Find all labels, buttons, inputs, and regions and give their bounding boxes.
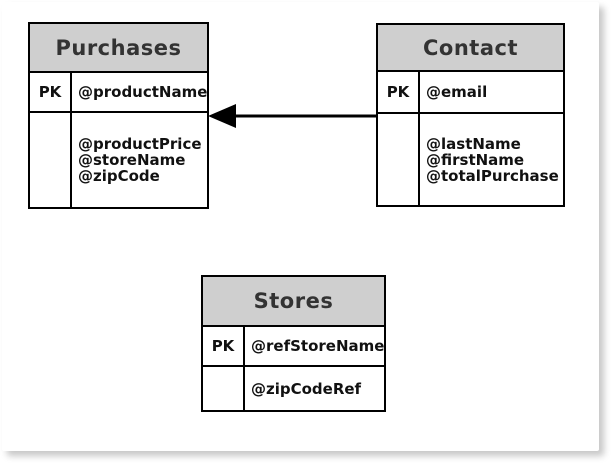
attribute-line: @zipCode — [78, 167, 160, 185]
diagram-canvas: Purchases PK @productName @productPrice … — [2, 2, 599, 451]
entity-contact[interactable]: Contact PK @email @lastName @firstName @… — [376, 23, 565, 207]
attributes-cell: @productPrice @storeName @zipCode — [72, 113, 207, 207]
pk-badge: PK — [378, 72, 420, 112]
pk-attribute: @refStoreName — [251, 337, 384, 355]
attributes-cell: @zipCodeRef — [245, 367, 384, 410]
attribute-line: @productPrice — [78, 135, 202, 153]
entity-purchases[interactable]: Purchases PK @productName @productPrice … — [28, 22, 209, 209]
arrow-head-icon — [208, 104, 236, 128]
pk-badge: PK — [30, 73, 72, 111]
pk-row: PK @email — [378, 72, 563, 114]
attributes-row: @lastName @firstName @totalPurchase — [378, 114, 563, 205]
entity-stores[interactable]: Stores PK @refStoreName @zipCodeRef — [201, 275, 386, 412]
pk-spacer-cell — [30, 113, 72, 207]
pk-row: PK @refStoreName — [203, 327, 384, 367]
attribute-line: @firstName — [426, 150, 525, 169]
attribute-line: @zipCodeRef — [251, 379, 362, 398]
entity-title: Stores — [203, 277, 384, 327]
relationship-arrow[interactable] — [205, 98, 380, 132]
pk-row: PK @productName — [30, 73, 207, 113]
entity-title: Purchases — [30, 24, 207, 73]
pk-spacer-cell — [203, 367, 245, 410]
pk-attribute: @email — [426, 83, 488, 101]
attribute-line: @storeName — [78, 151, 186, 169]
attributes-row: @zipCodeRef — [203, 367, 384, 410]
pk-spacer-cell — [378, 114, 420, 205]
attributes-cell: @lastName @firstName @totalPurchase — [420, 114, 563, 205]
attributes-row: @productPrice @storeName @zipCode — [30, 113, 207, 207]
entity-title: Contact — [378, 25, 563, 72]
pk-attribute: @productName — [78, 83, 207, 101]
pk-badge: PK — [203, 327, 245, 365]
attribute-line: @lastName — [426, 134, 521, 153]
attribute-line: @totalPurchase — [426, 166, 559, 185]
